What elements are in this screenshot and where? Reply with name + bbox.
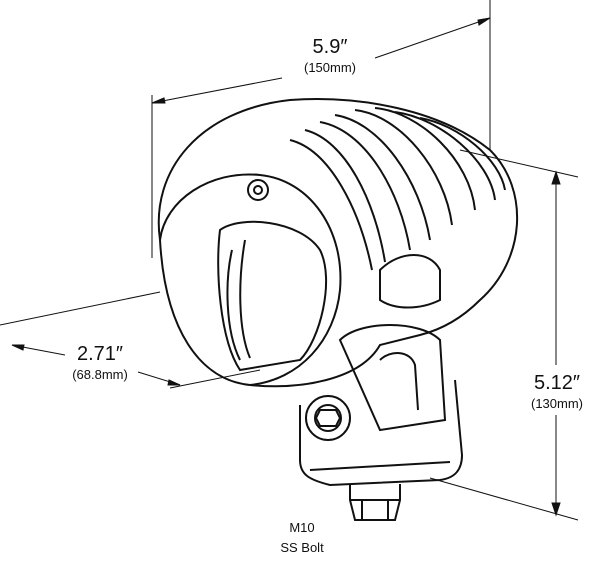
- width-mm-label: (150mm): [303, 60, 357, 75]
- depth-mm-label: (68.8mm): [72, 367, 128, 382]
- bolt-size-label: M10: [289, 520, 315, 535]
- bolt-type-label: SS Bolt: [280, 540, 324, 555]
- depth-dimension-lines: [0, 291, 261, 389]
- depth-inches-label: 2.71″: [76, 343, 124, 365]
- mounting-bracket: [299, 324, 464, 487]
- light-housing: [157, 98, 519, 388]
- height-inches-label: 5.12″: [533, 372, 581, 394]
- height-dimension-lines: [429, 149, 579, 521]
- width-inches-label: 5.9″: [312, 36, 348, 58]
- width-dimension-lines: [151, 0, 491, 258]
- m10-bolt: [349, 484, 401, 521]
- height-mm-label: (130mm): [530, 396, 584, 411]
